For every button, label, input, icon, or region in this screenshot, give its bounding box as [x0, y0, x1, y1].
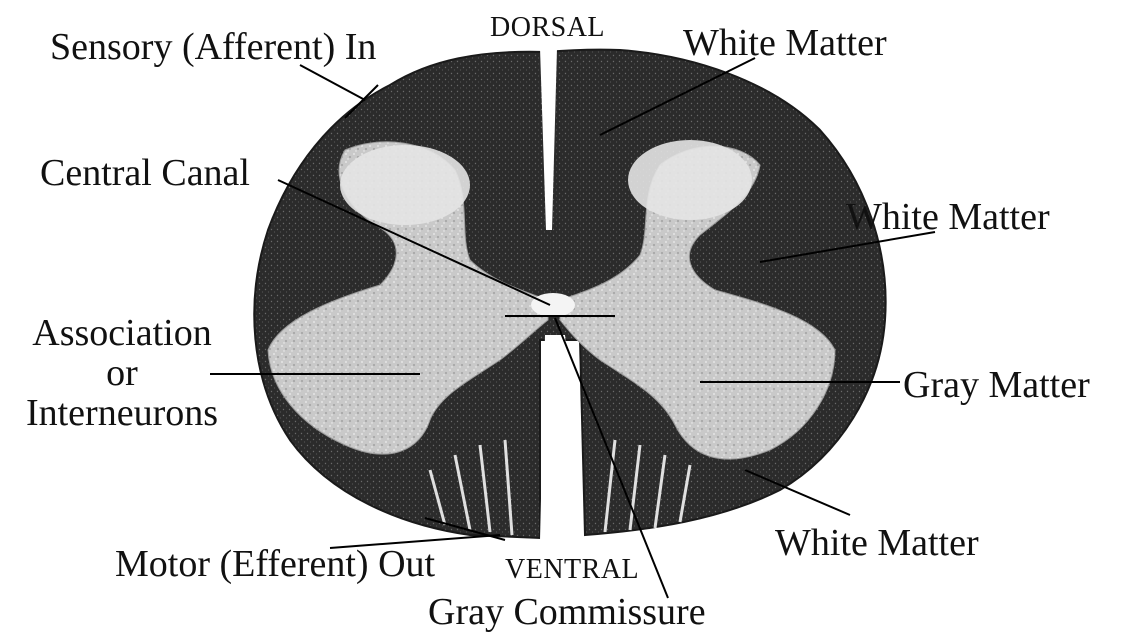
motor-out-label: Motor (Efferent) Out — [115, 545, 435, 583]
gray-matter-label: Gray Matter — [903, 366, 1090, 404]
ventral-label: VENTRAL — [505, 556, 639, 584]
leader-sensory-in — [300, 65, 365, 100]
association-line-2: or — [12, 354, 232, 394]
dorsal-label: DORSAL — [490, 14, 605, 42]
association-line-3: Interneurons — [12, 394, 232, 434]
left-dorsal-horn — [340, 145, 470, 225]
sensory-in-label: Sensory (Afferent) In — [50, 28, 376, 66]
gray-commissure-label: Gray Commissure — [428, 593, 706, 631]
central-canal — [531, 293, 575, 317]
white-matter-bottom-label: White Matter — [775, 524, 979, 562]
association-line-1: Association — [12, 314, 232, 354]
association-interneurons-label: Association or Interneurons — [12, 314, 232, 434]
right-dorsal-horn — [628, 140, 752, 220]
white-matter-top-label: White Matter — [683, 24, 887, 62]
white-matter-right-label: White Matter — [846, 198, 1050, 236]
central-canal-label: Central Canal — [40, 154, 250, 192]
